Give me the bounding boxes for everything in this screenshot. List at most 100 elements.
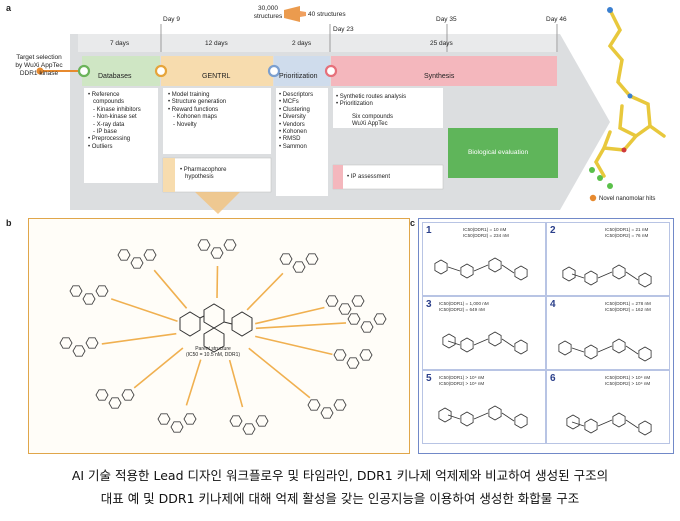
fan-ray	[255, 306, 325, 325]
bio-eval-label: Biological evaluation	[468, 149, 529, 156]
molecule-ring	[121, 389, 135, 401]
bio-eval-box	[448, 128, 558, 178]
pharmacophore-text: • Pharmacophore hypothesis	[180, 167, 227, 181]
panel-a-label: a	[6, 3, 12, 13]
atom-f-icon	[597, 175, 603, 181]
molecule-ring	[130, 257, 144, 269]
fan-ray	[110, 298, 178, 322]
molecule-ring	[183, 413, 197, 425]
day-label: Day 35	[436, 16, 457, 23]
molecule-ring	[320, 407, 334, 419]
ip-box	[332, 164, 444, 190]
molecule-ring	[347, 313, 361, 325]
fan-ray	[255, 322, 347, 330]
generated-structures	[59, 239, 387, 435]
compound-structure	[558, 338, 652, 362]
atom-n2-icon	[627, 93, 633, 99]
fan-connector	[195, 192, 240, 214]
compound-number: 6	[550, 373, 556, 384]
molecule-ring	[305, 253, 319, 265]
gentrl-node-icon	[154, 64, 168, 78]
molecule-ring	[143, 249, 157, 261]
compound-number: 1	[426, 225, 432, 236]
gentrl-box	[163, 88, 271, 154]
panel-b-label: b	[6, 218, 12, 228]
compound-number: 5	[426, 373, 432, 384]
molecule-ring	[95, 389, 109, 401]
molecule-ring	[82, 293, 96, 305]
compound-structure	[442, 331, 528, 355]
gentrl-bar	[161, 56, 273, 86]
compound-number: 2	[550, 225, 556, 236]
gentrl-list: • Model training • Structure generation …	[168, 92, 227, 128]
fan-ray	[216, 265, 219, 299]
compound-structure	[438, 405, 528, 429]
molecule-ring	[95, 285, 109, 297]
legend-dot-icon	[589, 194, 597, 202]
molecule-ring	[210, 247, 224, 259]
molecule-ring	[307, 399, 321, 411]
pharmacophore-accent	[163, 158, 175, 192]
fan-ray	[101, 332, 177, 345]
stage-gentrl: GENTRL	[202, 73, 231, 80]
legend-label: Novel nanomolar hits	[599, 196, 656, 202]
databases-node-icon	[77, 64, 91, 78]
molecule-ring	[170, 421, 184, 433]
molecule-ring	[351, 295, 365, 307]
funnel-to: 40 structures	[308, 11, 346, 18]
molecule-ring	[229, 415, 243, 427]
fan-ray	[133, 347, 184, 389]
prioritization-list: • Descriptors • MCFs • Clustering • Dive…	[279, 92, 314, 150]
compound-number: 3	[426, 299, 432, 310]
databases-box	[84, 88, 158, 183]
fan-ray	[153, 269, 188, 309]
compound-structure	[562, 264, 652, 288]
synthesis-box	[333, 88, 443, 128]
molecule-ring	[255, 415, 269, 427]
molecule-ring	[69, 285, 83, 297]
prioritization-box	[276, 88, 328, 196]
fan-ray	[246, 272, 284, 311]
pharmacophore-box	[162, 157, 272, 193]
parent-label: Parent structure (IC50 = 10.5 nM, DDR1)	[185, 346, 241, 358]
molecule-ring	[338, 303, 352, 315]
fan-ray	[185, 359, 202, 406]
atom-o-icon	[621, 147, 627, 153]
day-label: Day 46	[546, 16, 567, 23]
stage-synthesis: Synthesis	[424, 73, 455, 80]
caption-line-2: 대표 예 및 DDR1 키나제에 대해 억제 활성을 갖는 인공지능을 이용하여…	[100, 491, 580, 506]
ip-assessment: • IP assessment	[347, 174, 391, 180]
databases-list: • Reference compounds - Kinase inhibitor…	[88, 92, 141, 150]
duration-label: 12 days	[205, 40, 228, 47]
molecule-ring	[157, 413, 171, 425]
fan-ray	[248, 347, 311, 399]
databases-bar	[82, 56, 160, 86]
prioritization-node-icon	[267, 64, 281, 78]
caption-line-1: AI 기술 적용한 Lead 디자인 워크플로우 및 타임라인, DDR1 키나…	[71, 468, 609, 483]
compound-number: 4	[550, 299, 556, 310]
day-label: Day 23	[333, 26, 354, 33]
molecule-ring	[325, 295, 339, 307]
molecule-ring	[242, 423, 256, 435]
hit-molecule-icon	[593, 8, 666, 178]
molecule-ring	[373, 313, 387, 325]
target-dot-icon	[36, 67, 44, 75]
fan-ray	[255, 335, 333, 356]
compound-structure	[434, 257, 528, 281]
molecule-ring	[333, 349, 347, 361]
target-selection: Target selection by WuXi AppTec DDR1 kin…	[15, 54, 63, 77]
synthesis-list: • Synthetic routes analysis • Prioritiza…	[336, 94, 407, 108]
molecule-ring	[359, 349, 373, 361]
molecule-ring	[333, 399, 347, 411]
parent-structure	[179, 303, 253, 353]
prioritization-bar	[274, 56, 330, 86]
atom-f3-icon	[607, 183, 613, 189]
